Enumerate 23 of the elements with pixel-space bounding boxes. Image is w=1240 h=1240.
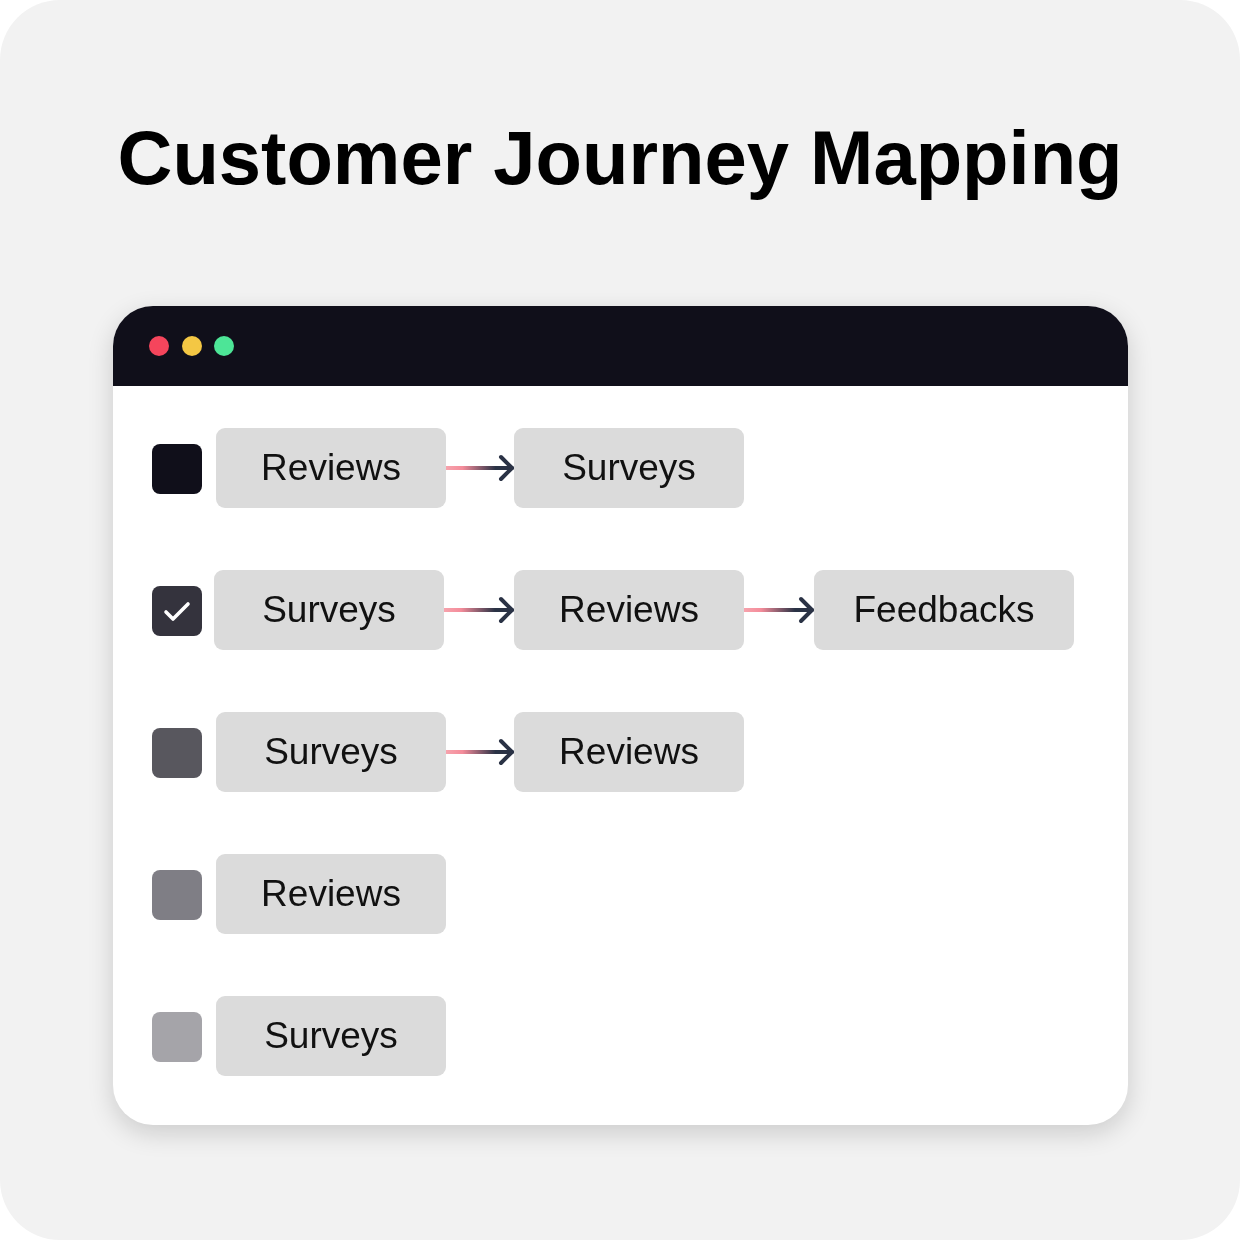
step-card <box>514 428 744 508</box>
arrow <box>442 597 514 623</box>
step-label: Surveys <box>262 589 396 631</box>
step-card <box>216 854 446 934</box>
arrow <box>444 739 514 765</box>
step-card <box>214 570 444 650</box>
step-card <box>514 570 744 650</box>
step-label: Surveys <box>562 447 696 489</box>
step-label: Reviews <box>559 589 699 631</box>
step-card <box>216 712 446 792</box>
step-card <box>514 712 744 792</box>
step-label: Surveys <box>264 731 398 773</box>
step-label: Surveys <box>264 1015 398 1057</box>
arrow <box>444 455 514 481</box>
step-card <box>216 996 446 1076</box>
title: Customer Journey Mapping <box>116 114 1124 202</box>
step-label: Reviews <box>559 731 699 773</box>
step-label: Reviews <box>261 873 401 915</box>
step-card <box>814 570 1074 650</box>
arrow <box>742 597 814 623</box>
step-card <box>216 428 446 508</box>
step-label: Feedbacks <box>853 589 1035 631</box>
step-label: Reviews <box>261 447 401 489</box>
